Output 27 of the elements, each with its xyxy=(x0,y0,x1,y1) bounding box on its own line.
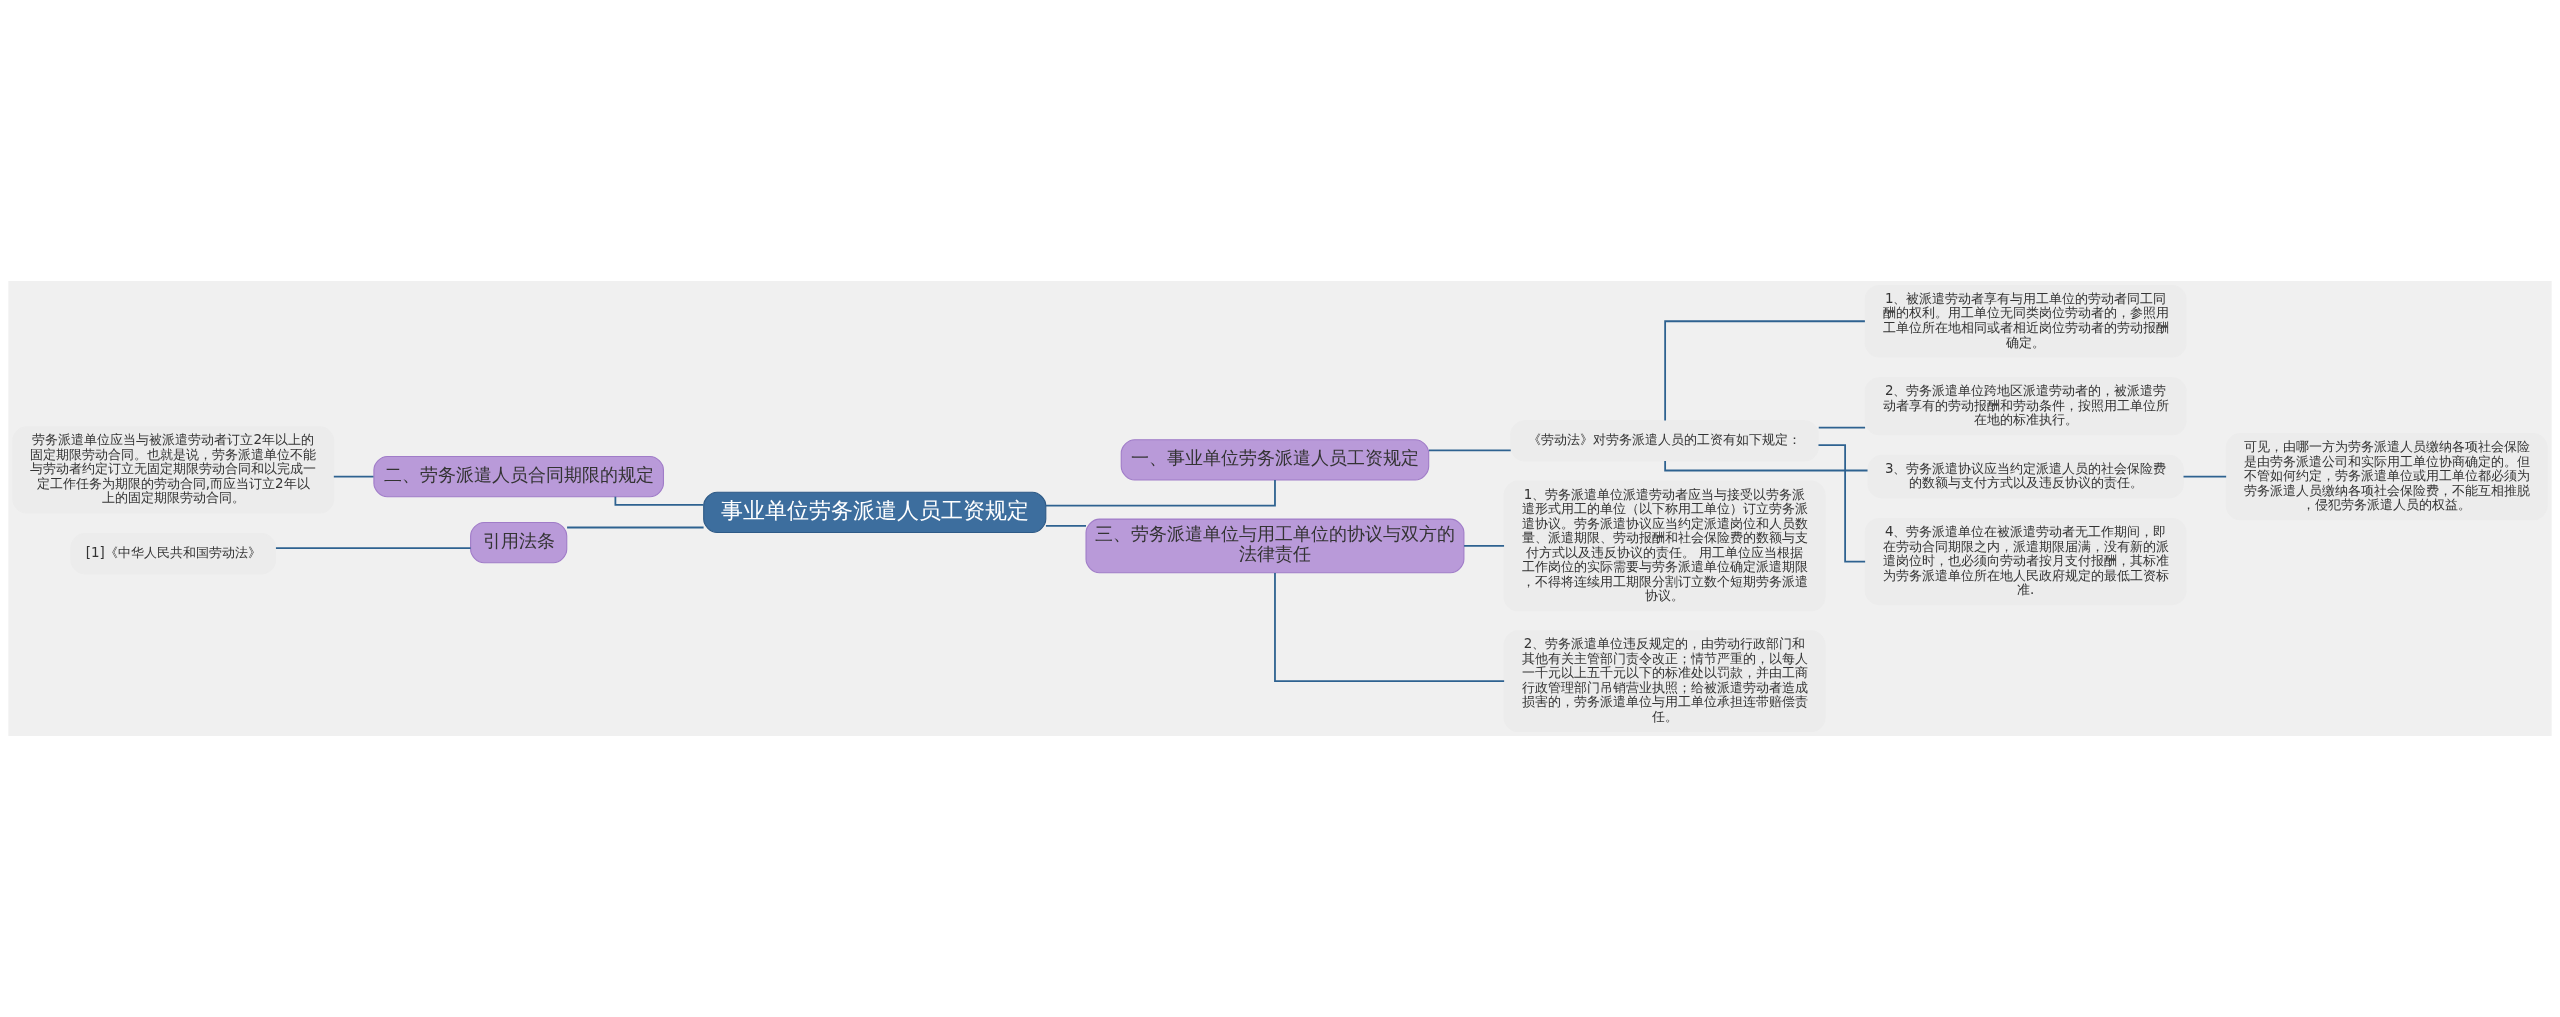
node-text: 1、被派遣劳动者享有与用工单位的劳动者同工同酬的权利。用工单位无同类岗位劳动者的，参照用工单位所在地相同或者相近岗位劳动者的劳动报酬确定。 xyxy=(1882,290,2169,350)
connector xyxy=(1463,545,1505,547)
connector xyxy=(1274,572,1506,683)
connector xyxy=(2182,475,2228,478)
node-box: 三、劳务派遣单位与用工单位的协议与双方的法律责任 xyxy=(1085,518,1465,574)
connector xyxy=(1045,524,1087,527)
node-text: 2、劳务派遣单位跨地区派遣劳动者的，被派遣劳动者享有的劳动报酬和劳动条件，按照用工单位所在地的标准执行。 xyxy=(1882,383,2169,428)
node-box: 引用法条 xyxy=(470,521,568,564)
connector xyxy=(1817,426,1866,429)
node-text: [1]《中华人民共和国劳动法》 xyxy=(85,545,261,561)
connector xyxy=(332,475,375,478)
node-text: 可见，由哪一方为劳务派遣人员缴纳各项社会保险是由劳务派遣公司和实际用工单位协商确定的。但不管如何约定，劳务派遣单位或用工单位都必须为劳务派遣人员缴纳各项社会保险费，不能互相推脱，侵犯劳务派遣人员的权益。 xyxy=(2243,439,2530,513)
connector xyxy=(1664,460,1869,472)
node-text: 《劳动法》对劳务派遣人员的工资有如下规定： xyxy=(1528,432,1802,448)
connector xyxy=(614,495,705,506)
connector xyxy=(1664,320,1866,422)
node-box: 事业单位劳务派遣人员工资规定 xyxy=(703,491,1047,534)
node-text: 4、劳务派遣单位在被派遣劳动者无工作期间，即在劳动合同期限之内，派遣期限届满，没有新的派遣岗位时，也必须向劳动者按月支付报酬，其标准为劳务派遣单位所在地人民政府规定的最低工资标准. xyxy=(1882,524,2169,598)
node-text: 2、劳务派遣单位违反规定的，由劳动行政部门和其他有关主管部门责令改正；情节严重的，以每人一千元以上五千元以下的标准处以罚款，并由工商行政管理部门吊销营业执照；给被派遣劳动者造成损害的，劳务派遣单位与用工单位承担连带赔偿责任。 xyxy=(1521,636,1808,725)
node-box: 二、劳务派遣人员合同期限的规定 xyxy=(373,455,664,498)
node-box: 一、事业单位劳务派遣人员工资规定 xyxy=(1120,439,1430,481)
connector xyxy=(275,547,472,550)
node-text: 1、劳务派遣单位派遣劳动者应当与接受以劳务派遣形式用工的单位（以下称用工单位）订立劳务派遣协议。劳务派遣协议应当约定派遣岗位和人员数量、派遣期限、劳动报酬和社会保险费的数额与支付方式以及违反协议的责任。 用工单位应当根据工作岗位的实际需要与劳务派遣单位确定派遣期限，不得将连续用工期限分割订立数个短期劳务派遣协议。 xyxy=(1521,486,1808,604)
node-text: 劳务派遣单位应当与被派遣劳动者订立2年以上的固定期限劳动合同。也就是说，劳务派遣单位不能与劳动者约定订立无固定期限劳动合同和以完成一定工作任务为期限的劳动合同,而应当订立2年以上的固定期限劳动合同。 xyxy=(30,432,317,506)
connector xyxy=(566,526,705,529)
node-text: 3、劳务派遣协议应当约定派遣人员的社会保险费的数额与支付方式以及违反协议的责任。 xyxy=(1884,460,2167,491)
connector xyxy=(1428,449,1512,452)
